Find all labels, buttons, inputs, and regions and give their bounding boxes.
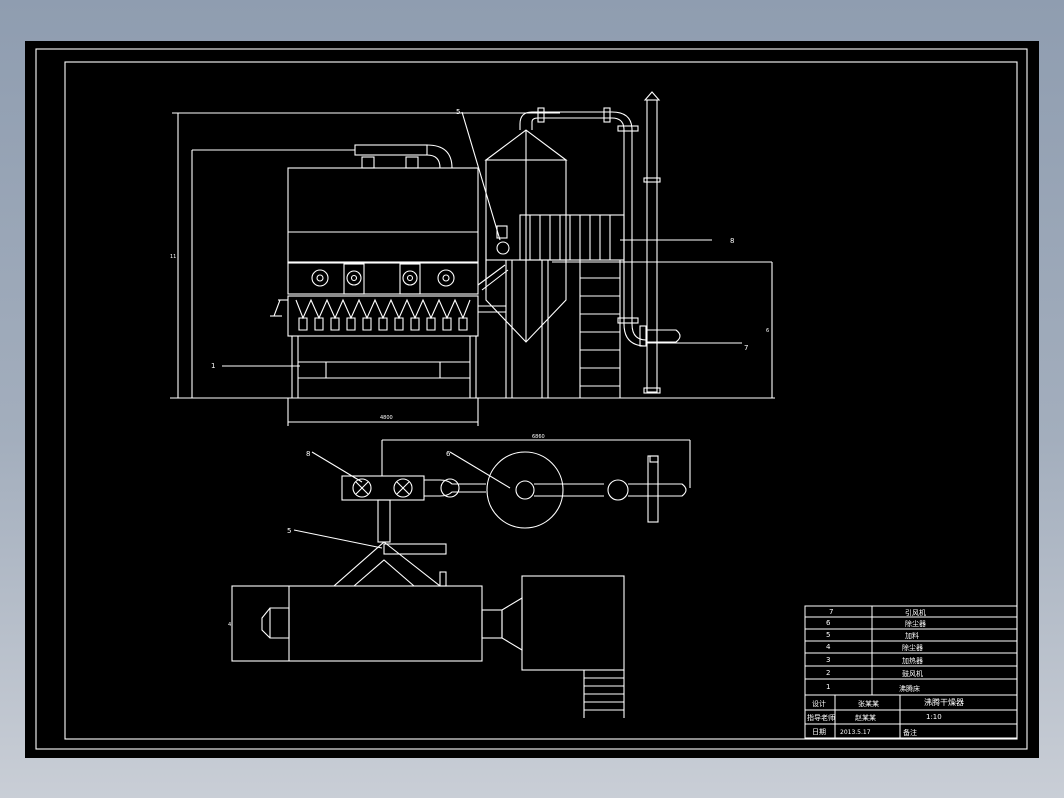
title-row-label: 日期 [812,728,826,736]
callout-label: 5 [287,527,291,535]
part-number: 5 [826,631,830,639]
title-row-label: 指导老师 [807,713,835,722]
heater-ladder-frame [519,214,625,398]
cad-drawing: 4800 11 6 [35,48,1028,750]
part-name: 除尘器 [905,619,926,628]
elevation-right-dimension: 6 [766,328,769,334]
callout-label: 8 [306,450,310,458]
part-number: 7 [829,608,833,616]
callout-label: 8 [730,237,734,245]
callout-label: 5 [456,108,460,116]
drawing-scale: 1:10 [926,713,942,721]
cad-viewport[interactable]: 4800 11 6 [25,41,1039,758]
callout-label: 7 [744,344,748,352]
elevation-width-dimension: 4800 [380,415,393,421]
plan-left-dimension: 4 [228,622,231,628]
part-number: 4 [826,643,831,651]
exhaust-pipe [519,107,681,347]
plan-top-dimension: 6860 [532,434,545,440]
inner-border [64,61,1018,740]
part-number: 2 [826,669,830,677]
part-name: 加热器 [902,656,923,665]
fluidized-bed-dryer [270,144,506,398]
part-number: 6 [826,619,831,627]
part-number: 3 [826,656,830,664]
cyclone-separator [477,129,568,398]
outer-border [35,48,1028,750]
elevation-view: 4800 11 6 [170,91,775,426]
part-number: 1 [826,683,830,691]
callout-label: 6 [446,450,451,458]
elevation-left-dimension: 11 [170,254,176,260]
title-row-value: 赵某某 [855,713,876,722]
part-name: 引风机 [905,608,926,617]
plan-view: 6860 [228,434,691,718]
title-row-value: 2013.5.17 [840,729,871,736]
title-row-value: 张某某 [858,699,879,708]
part-name: 鼓风机 [902,669,923,678]
part-name: 除尘器 [902,643,923,652]
part-name: 沸腾床 [899,684,920,693]
drawing-title: 沸腾干燥器 [924,697,964,707]
title-block: 7 6 5 4 3 2 1 引风机 除尘器 加料 除尘器 加热器 鼓风机 沸腾床… [804,605,1018,739]
title-row-label: 设计 [812,699,826,708]
callout-label: 1 [211,362,215,370]
remark-label: 备注 [903,728,917,737]
exhaust-stack [643,91,661,394]
part-name: 加料 [905,631,919,640]
